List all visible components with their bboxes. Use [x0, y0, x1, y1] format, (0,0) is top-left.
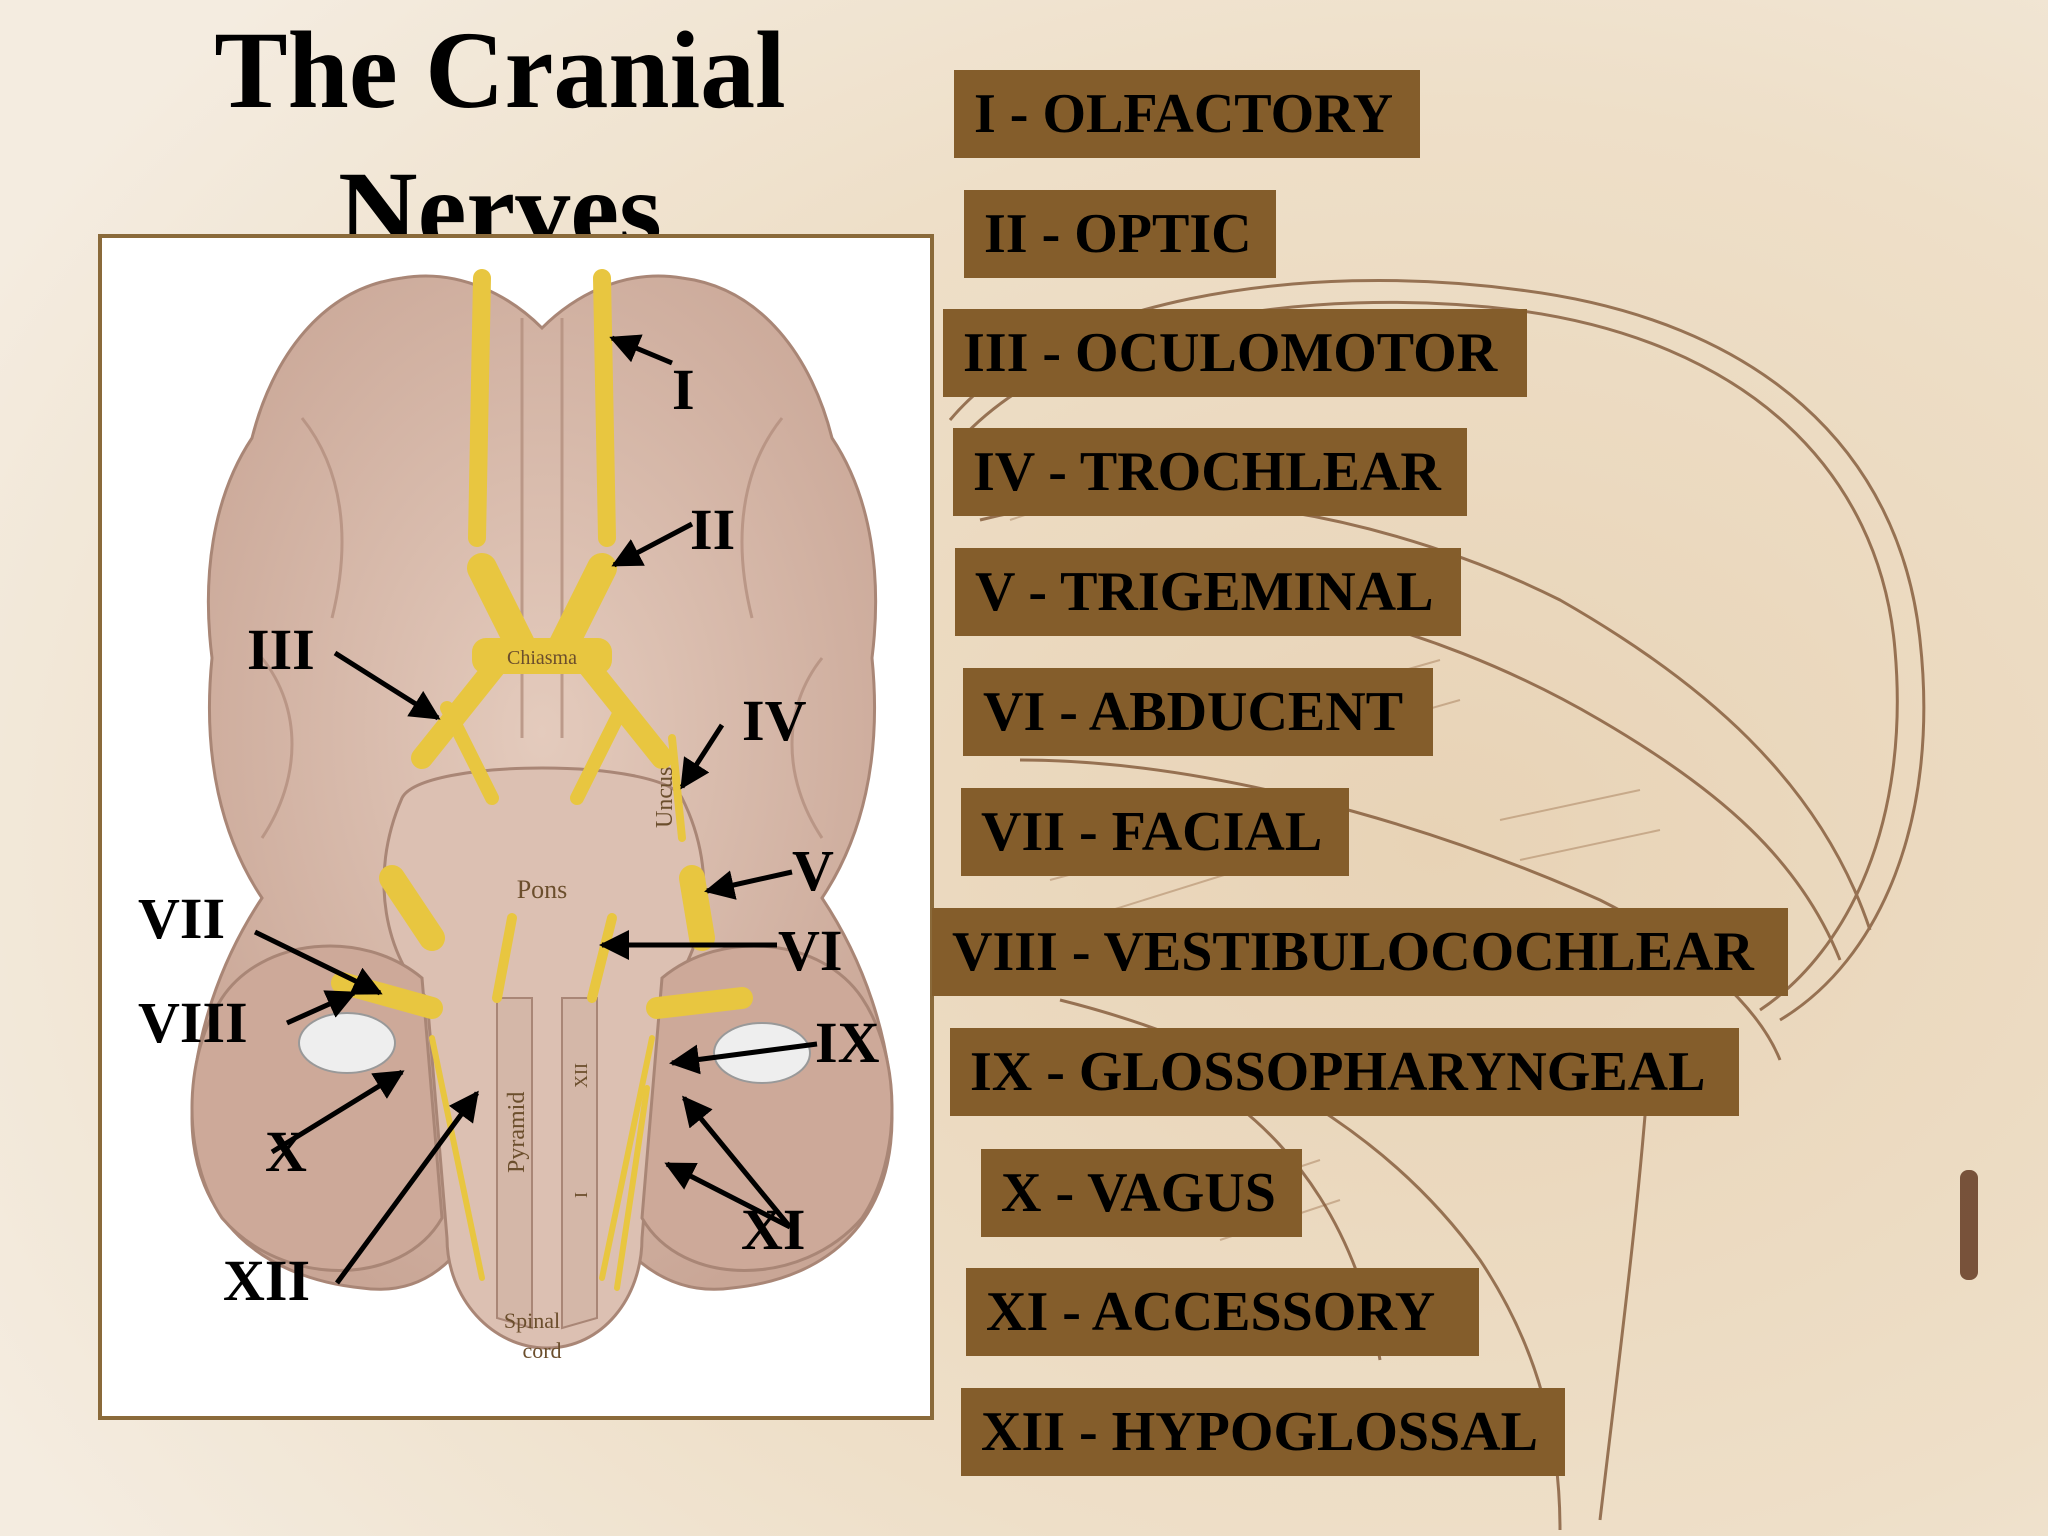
optic-nerve-left [467, 553, 537, 663]
panel-label-x: X [265, 1119, 307, 1184]
brain-text-xii-small: XII [571, 1063, 591, 1088]
panel-label-xii: XII [223, 1248, 311, 1313]
nerve-box-trochlear: IV - TROCHLEAR [953, 428, 1467, 516]
panel-label-xi: XI [741, 1197, 806, 1262]
ink-stain [1960, 1170, 1978, 1280]
olfactory-tract-left [468, 269, 491, 547]
nerve-box-vestibulocochlear: VIII - VESTIBULOCOCHLEAR [932, 908, 1788, 996]
arrow-vii [253, 929, 383, 996]
nerve-box-vagus: X - VAGUS [981, 1149, 1302, 1237]
trochlear-right [668, 734, 686, 842]
brain-text-cord: cord [522, 1338, 561, 1363]
arrow-ii [611, 521, 694, 568]
panel-label-ix: IX [815, 1010, 880, 1075]
arrow-xi-b [664, 1161, 792, 1230]
olfactory-tract-right [593, 269, 616, 547]
panel-label-v: V [792, 838, 834, 903]
optic-nerve-right [547, 553, 617, 663]
abducent-left [492, 913, 517, 1003]
arrow-i [609, 334, 673, 366]
trigeminal-right [679, 865, 715, 951]
pyramid-right [561, 997, 598, 1330]
nerve-box-optic: II - OPTIC [964, 190, 1276, 278]
flocculus-left [298, 1012, 396, 1074]
brain-text-chiasma: Chiasma [507, 647, 577, 669]
vagus-right [599, 1035, 655, 1281]
arrow-iii [333, 650, 441, 721]
panel-label-vii: VII [138, 886, 226, 951]
nerve-box-abducent: VI - ABDUCENT [963, 668, 1433, 756]
pyramid-left [496, 997, 533, 1330]
nerve-box-accessory: XI - ACCESSORY [966, 1268, 1479, 1356]
nerve-box-trigeminal: V - TRIGEMINAL [955, 548, 1461, 636]
brain-text-spinal: Spinal [504, 1308, 560, 1333]
arrow-xii [334, 1090, 480, 1285]
brain-text-pyramid: Pyramid [504, 1092, 530, 1173]
accessory-right [614, 1085, 650, 1291]
brain-base-illustration: Chiasma Uncus Pons Pyramid XII I Spinal … [190, 269, 894, 1363]
panel-label-iii: III [247, 617, 315, 682]
arrow-v [704, 869, 793, 900]
arrow-viii [285, 990, 357, 1026]
chiasma [472, 638, 612, 674]
vagus-left [429, 1035, 485, 1281]
brain-text-i-small: I [571, 1192, 591, 1198]
panel-label-iv: IV [742, 688, 807, 753]
oculomotor-right [570, 701, 629, 805]
arrow-ix [669, 1041, 818, 1075]
trigeminal-left [379, 865, 445, 951]
nerve-box-facial: VII - FACIAL [961, 788, 1349, 876]
nerve-box-glossopharyngeal: IX - GLOSSOPHARYNGEAL [950, 1028, 1739, 1116]
brain-figure-panel: Chiasma Uncus Pons Pyramid XII I Spinal … [98, 234, 934, 1420]
optic-tract-left [411, 647, 513, 769]
facial-right [646, 987, 753, 1019]
label-arrows [253, 334, 818, 1285]
nerve-box-oculomotor: III - OCULOMOTOR [943, 309, 1527, 397]
arrow-iv [679, 723, 725, 790]
arrow-x [270, 1069, 405, 1155]
brain-text-pons: Pons [517, 875, 568, 904]
nerve-box-olfactory: I - OLFACTORY [954, 70, 1420, 158]
panel-label-i: I [672, 357, 695, 422]
panel-label-vi: VI [778, 918, 843, 983]
panel-label-ii: II [690, 497, 736, 562]
panel-label-viii: VIII [138, 990, 248, 1055]
arrow-xi-a [682, 1095, 792, 1229]
oculomotor-left [440, 701, 499, 805]
brain-text-uncus: Uncus [652, 767, 678, 828]
nerve-box-hypoglossal: XII - HYPOGLOSSAL [961, 1388, 1565, 1476]
